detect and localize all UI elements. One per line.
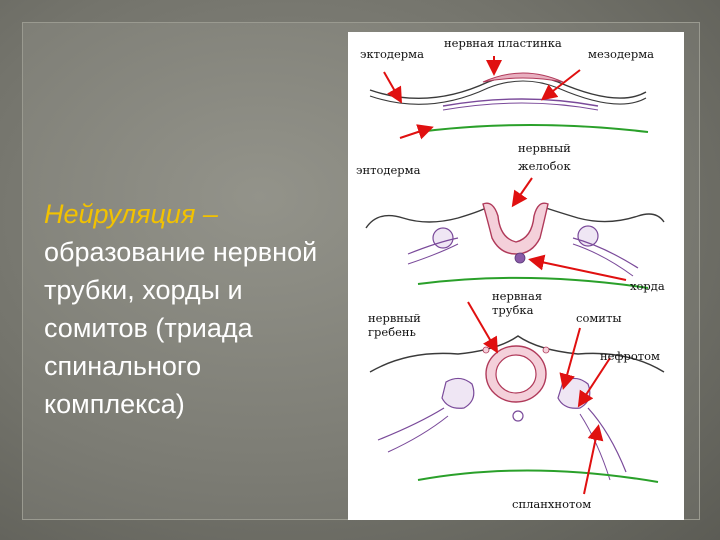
somite-left-2 bbox=[432, 227, 454, 249]
endoderm-line-3 bbox=[417, 469, 659, 483]
label-notochord: хорда bbox=[630, 279, 665, 293]
term-neurulation: Нейруляция bbox=[44, 199, 196, 229]
arrow-endoderm bbox=[399, 124, 434, 140]
term-dash: – bbox=[195, 199, 218, 229]
arrow-splanchnotome bbox=[583, 424, 604, 495]
neurulation-diagram bbox=[365, 56, 665, 495]
body-line-1: образование нервной bbox=[44, 237, 318, 267]
body-line-5: комплекса) bbox=[44, 389, 185, 419]
ectoderm-outline-3 bbox=[369, 335, 665, 373]
ectoderm-outline-2 bbox=[365, 207, 487, 229]
label-neural-crest-line1: нервный bbox=[368, 311, 421, 325]
label-neural-tube-line1: нервная bbox=[492, 289, 543, 303]
notochord-2 bbox=[514, 252, 526, 264]
arrow-nephrotome bbox=[577, 357, 611, 408]
label-nephrotome: нефротом bbox=[600, 349, 660, 363]
neural-crest-left bbox=[482, 346, 490, 354]
arrow-neural-groove bbox=[511, 177, 533, 208]
label-neural-tube-line2: трубка bbox=[492, 303, 534, 317]
arrow-notochord bbox=[528, 254, 627, 281]
arrow-mesoderm bbox=[540, 69, 581, 101]
slide-body-text: Нейруляция – образование нервной трубки,… bbox=[44, 195, 344, 423]
somite-left-3 bbox=[441, 377, 475, 409]
label-somites: сомиты bbox=[576, 311, 622, 325]
arrow-neural-crest bbox=[467, 301, 499, 354]
somite-right-3 bbox=[557, 377, 591, 409]
neural-groove bbox=[482, 202, 549, 255]
label-mesoderm: мезодерма bbox=[588, 47, 654, 61]
body-line-3: сомитов (триада bbox=[44, 313, 253, 343]
neurulation-figure: эктодерма нервная пластинка мезодерма эн… bbox=[348, 32, 684, 520]
label-neural-crest-line2: гребень bbox=[368, 325, 416, 339]
stage-1-neural-plate bbox=[369, 72, 649, 133]
label-splanchnotome: спланхнотом bbox=[512, 497, 592, 511]
notochord-3 bbox=[512, 410, 524, 422]
label-neural-groove-line2: желобок bbox=[518, 159, 571, 173]
stage-2-neural-groove bbox=[365, 202, 665, 289]
neural-crest-right bbox=[542, 346, 550, 354]
mesoderm-sheet bbox=[442, 98, 599, 107]
arrow-ectoderm bbox=[383, 71, 402, 104]
body-line-4: спинального bbox=[44, 351, 202, 381]
label-neural-plate: нервная пластинка bbox=[444, 36, 562, 50]
endoderm-line bbox=[417, 124, 649, 133]
label-endoderm: энтодерма bbox=[356, 163, 421, 177]
endoderm-line-2 bbox=[417, 276, 649, 289]
label-ectoderm: эктодерма bbox=[360, 47, 424, 61]
body-line-2: трубки, хорды и bbox=[44, 275, 243, 305]
arrow-somites bbox=[559, 327, 581, 390]
stage-3-neural-tube bbox=[369, 335, 665, 483]
label-neural-groove-line1: нервный bbox=[518, 141, 571, 155]
pointer-arrows bbox=[383, 56, 627, 495]
